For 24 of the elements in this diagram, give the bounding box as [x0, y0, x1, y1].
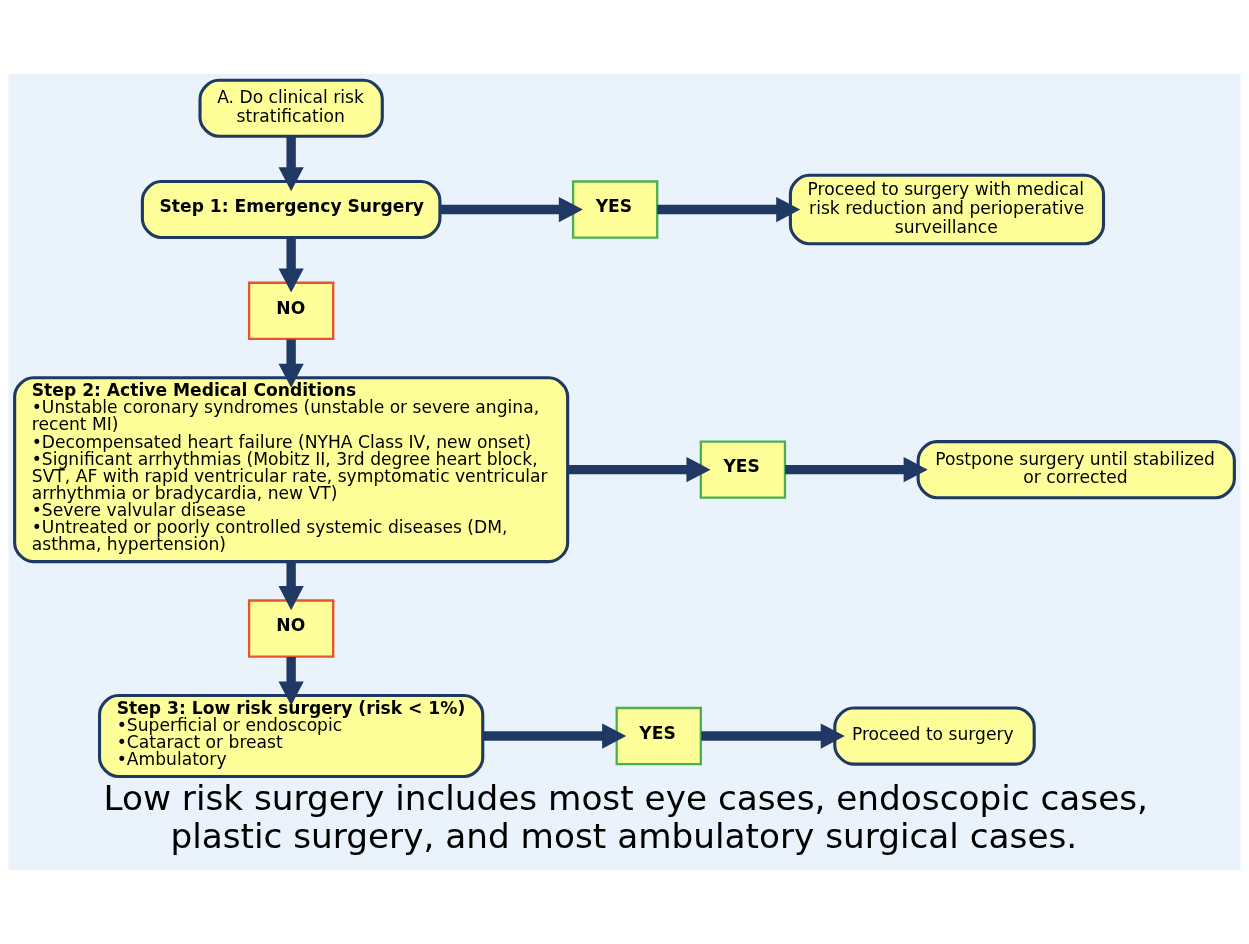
node-box: YES	[615, 706, 702, 766]
node-box: Step 2: Active Medical Conditions •Unstable coronary syndromes (unstable or severe angina, recent MI) •Decompensated heart failure (NYHA Class IV, new onset) •Significant arrhythmias (Mobitz II, 3rd degree heart block, SVT, AF with rapid ventricular rate, symptomatic ventricular arrhythmia or bradycardia, new VT) •Severe valvular disease •Untreated or poorly controlled systemic diseases (DM, asthma, hypertension)	[13, 376, 570, 564]
arrow	[701, 723, 845, 749]
node-box: NO	[247, 281, 335, 340]
arrow	[278, 657, 304, 706]
node-box: A. Do clinical risk stratification	[198, 78, 384, 138]
arrow	[567, 457, 711, 483]
arrow	[278, 561, 304, 611]
arrow	[278, 237, 304, 293]
node-box: Proceed to surgery	[833, 706, 1036, 766]
node-box: Proceed to surgery with medical risk reduction and perioperative surveillance	[788, 173, 1106, 246]
node-box: NO	[247, 599, 335, 658]
arrow	[278, 136, 304, 192]
arrow	[278, 339, 304, 388]
node-box: YES	[571, 180, 659, 239]
arrow	[785, 457, 928, 483]
arrow	[657, 196, 801, 223]
arrow	[440, 196, 583, 223]
node-box: Postpone surgery until stabilized or corrected	[916, 440, 1236, 500]
node-box: Step 3: Low risk surgery (risk < 1%) •Superficial or endoscopic •Cataract or breast •Ambulatory	[98, 693, 485, 779]
node-box: Step 1: Emergency Surgery	[140, 179, 442, 240]
node-box: YES	[699, 440, 787, 499]
caption: Low risk surgery includes most eye cases, endoscopic cases, plastic surgery, and most ambulatory surgical cases.	[103, 778, 1148, 856]
arrow	[482, 723, 627, 749]
